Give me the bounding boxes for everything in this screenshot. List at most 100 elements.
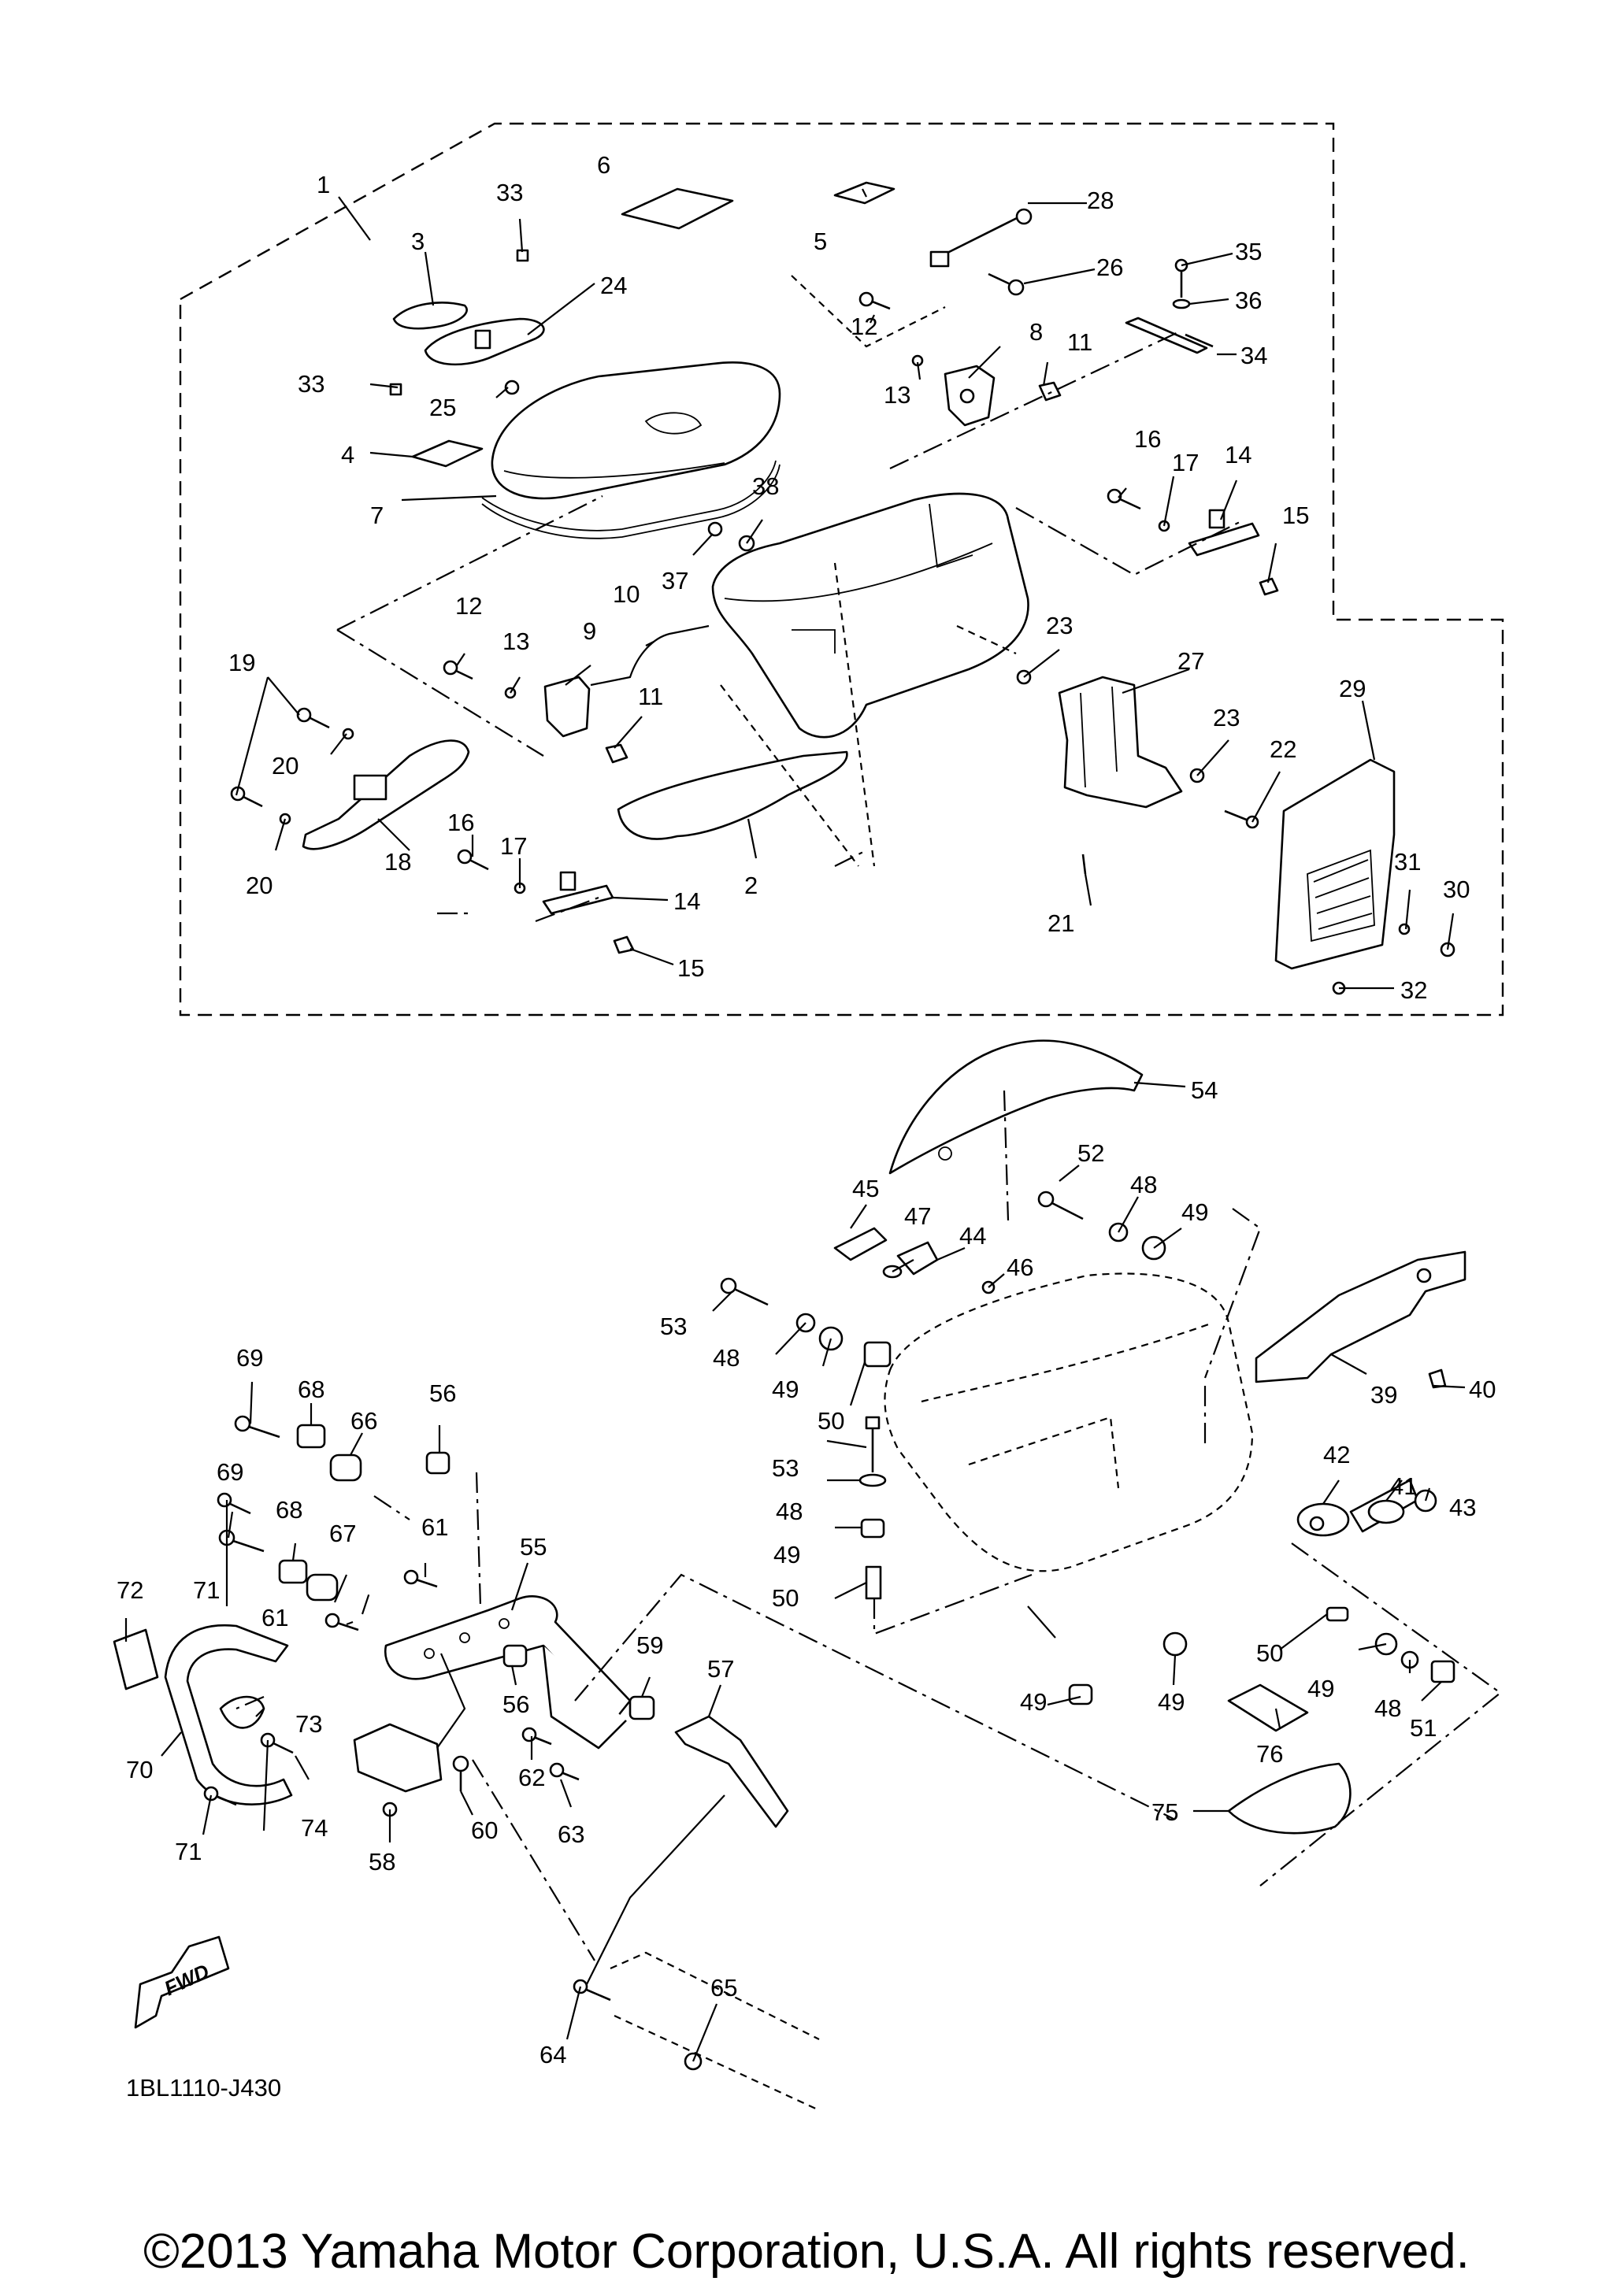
callout-52: 52 — [1077, 1139, 1104, 1167]
callout-49: 49 — [1181, 1198, 1208, 1226]
callout-16b: 16 — [447, 809, 474, 836]
callout-69: 69 — [236, 1344, 263, 1372]
callout-13b: 13 — [502, 628, 529, 655]
bracket-27 — [1058, 676, 1183, 809]
callout-49d: 49 — [1307, 1675, 1334, 1702]
callout-68b: 68 — [276, 1496, 302, 1524]
callout-19: 19 — [228, 649, 255, 676]
callout-64: 64 — [540, 2041, 566, 2068]
callout-50b: 50 — [772, 1584, 799, 1612]
callout-20b: 20 — [246, 872, 273, 899]
callout-47: 47 — [904, 1202, 931, 1230]
lock-cover-3 — [392, 302, 468, 330]
callout-50: 50 — [818, 1407, 844, 1435]
callout-55: 55 — [520, 1533, 547, 1561]
callout-30: 30 — [1443, 876, 1470, 903]
lid-gasket — [481, 460, 777, 531]
callout-23b: 23 — [1213, 704, 1240, 731]
callout-26: 26 — [1096, 254, 1123, 281]
latch-9 — [543, 676, 591, 738]
callout-51: 51 — [1410, 1714, 1437, 1742]
callout-70: 70 — [126, 1756, 153, 1783]
callout-34: 34 — [1240, 342, 1267, 369]
callout-44: 44 — [959, 1222, 986, 1250]
callout-73: 73 — [295, 1710, 322, 1738]
callout-38: 38 — [752, 472, 779, 500]
callout-6: 6 — [597, 151, 610, 179]
callout-labels: 1 33 6 5 28 3 24 26 35 36 34 33 25 12 8 … — [117, 151, 1496, 2068]
forward-arrow-icon: FWD — [134, 1935, 230, 2029]
leader-lines — [124, 188, 1466, 2062]
callout-56: 56 — [429, 1379, 456, 1407]
callout-49f: 49 — [1020, 1688, 1047, 1716]
callout-74: 74 — [301, 1814, 328, 1842]
callout-9: 9 — [583, 617, 596, 645]
callout-33b: 33 — [298, 370, 324, 398]
saddlebag-lid — [491, 361, 781, 500]
callout-11: 11 — [1067, 328, 1092, 356]
pad-54 — [888, 1039, 1144, 1175]
callout-23: 23 — [1046, 612, 1073, 639]
callout-61b: 61 — [261, 1604, 288, 1631]
callout-68: 68 — [298, 1376, 324, 1403]
callout-11b: 11 — [638, 683, 663, 710]
callout-36: 36 — [1235, 287, 1262, 314]
callout-5: 5 — [814, 228, 827, 255]
callout-17b: 17 — [500, 832, 527, 860]
callout-10: 10 — [613, 580, 640, 608]
callout-42: 42 — [1323, 1441, 1350, 1468]
callout-3: 3 — [411, 228, 425, 255]
callout-65: 65 — [710, 1974, 737, 2002]
callout-58: 58 — [369, 1848, 395, 1876]
callout-48d: 48 — [1374, 1694, 1401, 1722]
callout-63: 63 — [558, 1820, 584, 1848]
callout-1: 1 — [317, 171, 330, 198]
callout-4: 4 — [341, 441, 354, 468]
callout-24: 24 — [600, 272, 627, 299]
upper-assembly — [179, 122, 1504, 1017]
callout-32: 32 — [1400, 976, 1427, 1004]
callout-60: 60 — [471, 1816, 498, 1844]
callout-12: 12 — [851, 313, 877, 340]
callout-8: 8 — [1029, 318, 1043, 346]
panel-2 — [617, 750, 848, 840]
callout-53: 53 — [660, 1313, 687, 1340]
diagram-code: 1BL1110-J430 — [126, 2074, 281, 2102]
callout-2: 2 — [744, 872, 758, 899]
callout-61: 61 — [421, 1513, 448, 1541]
callout-62: 62 — [518, 1764, 545, 1791]
callout-46: 46 — [1007, 1254, 1033, 1281]
callout-66: 66 — [350, 1407, 377, 1435]
callout-53b: 53 — [772, 1454, 799, 1482]
callout-14: 14 — [1225, 441, 1251, 468]
callout-16: 16 — [1134, 425, 1161, 453]
callout-14b: 14 — [673, 887, 700, 915]
callout-45: 45 — [852, 1175, 879, 1202]
callout-15b: 15 — [677, 954, 704, 982]
callout-27: 27 — [1177, 647, 1204, 675]
callout-28: 28 — [1087, 187, 1114, 214]
callout-50c: 50 — [1256, 1639, 1283, 1667]
callout-40: 40 — [1469, 1376, 1496, 1403]
grab-rail-70 — [164, 1624, 293, 1805]
callout-37: 37 — [662, 567, 688, 594]
callout-31: 31 — [1394, 848, 1421, 876]
callout-71b: 71 — [175, 1838, 202, 1865]
callout-67: 67 — [329, 1520, 356, 1547]
callout-72: 72 — [117, 1576, 143, 1604]
callout-49b: 49 — [772, 1376, 799, 1403]
callout-7: 7 — [370, 502, 384, 529]
callout-56b: 56 — [502, 1691, 529, 1718]
callout-75: 75 — [1151, 1798, 1178, 1826]
callout-59: 59 — [636, 1631, 663, 1659]
callout-76: 76 — [1256, 1740, 1283, 1768]
callout-48c: 48 — [776, 1498, 803, 1525]
saddlebag-box — [711, 492, 1029, 739]
bracket-39 — [1255, 1250, 1467, 1383]
callout-18: 18 — [384, 848, 411, 876]
callout-17: 17 — [1172, 449, 1199, 476]
callout-54: 54 — [1191, 1076, 1218, 1104]
callout-39: 39 — [1370, 1381, 1397, 1409]
callout-48: 48 — [1130, 1171, 1157, 1198]
